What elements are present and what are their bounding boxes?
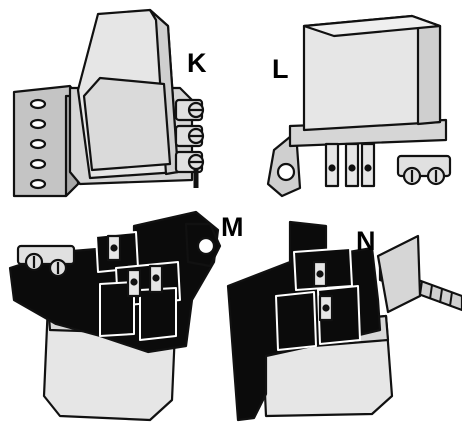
relay-m-blade-terminals	[106, 234, 164, 298]
relay-k-terminals	[174, 98, 205, 188]
relay-m	[8, 210, 222, 422]
relay-m-screw-terminals	[16, 244, 76, 278]
relay-l-blade-terminals	[324, 142, 376, 188]
relay-k	[12, 8, 205, 198]
label-m: M	[221, 212, 244, 242]
relay-n-blade-terminals	[312, 260, 334, 322]
relay-l-screw-terminals	[396, 154, 452, 186]
relay-k-bracket-holes	[29, 98, 47, 190]
relay-n	[226, 220, 462, 422]
label-l: L	[272, 54, 289, 84]
label-k: K	[187, 48, 207, 78]
label-n: N	[356, 226, 376, 256]
relay-l	[266, 14, 452, 198]
